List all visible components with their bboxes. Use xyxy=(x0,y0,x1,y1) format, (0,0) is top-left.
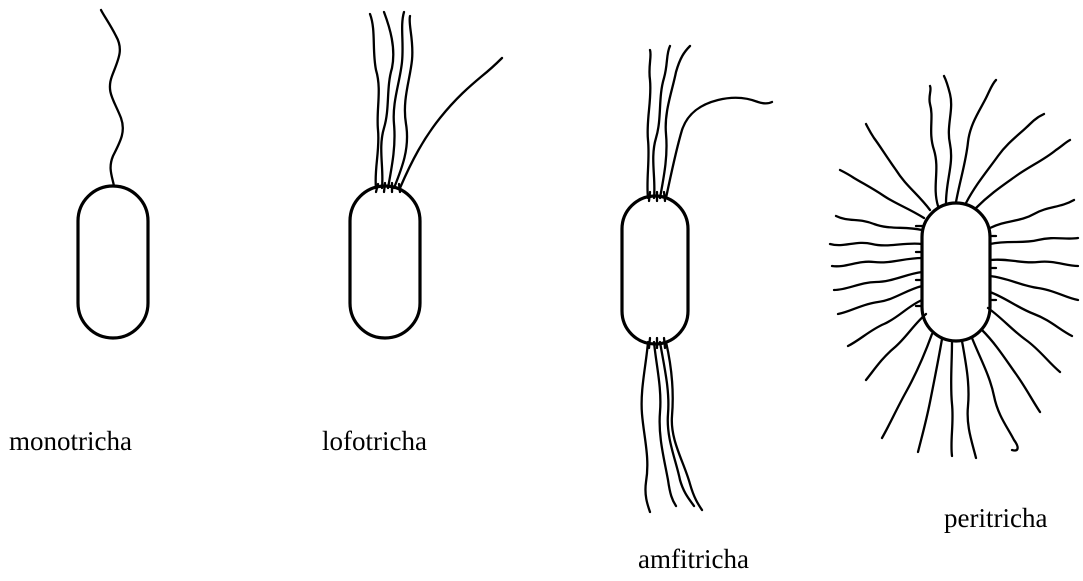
flagellum xyxy=(918,339,942,452)
lofotricha-flagella xyxy=(370,12,502,192)
amfitricha-figure xyxy=(622,46,772,512)
peritricha-figure xyxy=(830,76,1078,458)
label-monotricha: monotricha xyxy=(9,428,132,455)
flagellum xyxy=(400,58,502,188)
flagellum xyxy=(666,342,702,510)
flagellum-base xyxy=(649,338,650,348)
flagellum xyxy=(838,286,922,314)
flagellum xyxy=(370,14,379,188)
flagellum xyxy=(982,330,1040,412)
flagellum xyxy=(836,216,922,230)
flagellum xyxy=(990,260,1078,266)
label-amfitricha: amfitricha xyxy=(638,546,749,573)
flagellum-base xyxy=(664,192,665,201)
monotricha-flagella xyxy=(101,10,123,186)
flagellum-base xyxy=(664,338,665,348)
flagellum xyxy=(834,272,922,290)
flagellum xyxy=(653,46,670,198)
amfitricha-cell-body xyxy=(622,196,688,344)
flagellum xyxy=(832,258,922,266)
flagellum xyxy=(944,76,951,203)
flagellum xyxy=(988,308,1060,372)
flagellum xyxy=(966,114,1044,203)
flagellum xyxy=(101,10,123,186)
monotricha-figure xyxy=(78,10,148,338)
flagellum xyxy=(990,276,1078,300)
lofotricha-cell-body xyxy=(350,186,420,338)
flagellum xyxy=(990,292,1072,336)
flagellum xyxy=(830,243,922,246)
peritricha-cell-body xyxy=(922,203,990,341)
monotricha-cell-body xyxy=(78,186,148,338)
flagellum xyxy=(642,342,650,512)
flagellum xyxy=(840,170,924,218)
lofotricha-figure xyxy=(350,12,502,338)
flagellum xyxy=(666,98,772,198)
flagellum xyxy=(929,86,938,206)
flagellum xyxy=(976,140,1070,208)
flagellum xyxy=(866,124,930,210)
flagellum-base xyxy=(649,192,650,201)
flagellum xyxy=(962,341,976,458)
flagellum xyxy=(990,200,1074,228)
flagellum xyxy=(972,338,1018,451)
flagellum xyxy=(990,238,1078,244)
flagellum-base xyxy=(399,184,400,192)
flagellum xyxy=(956,80,996,202)
flagellum xyxy=(647,50,650,198)
flagellum xyxy=(951,341,952,456)
flagellum-base xyxy=(384,183,385,192)
label-lofotricha: lofotricha xyxy=(322,428,427,455)
label-peritricha: peritricha xyxy=(944,505,1047,532)
peritricha-flagella xyxy=(830,76,1078,458)
amfitricha-flagella xyxy=(642,46,772,512)
